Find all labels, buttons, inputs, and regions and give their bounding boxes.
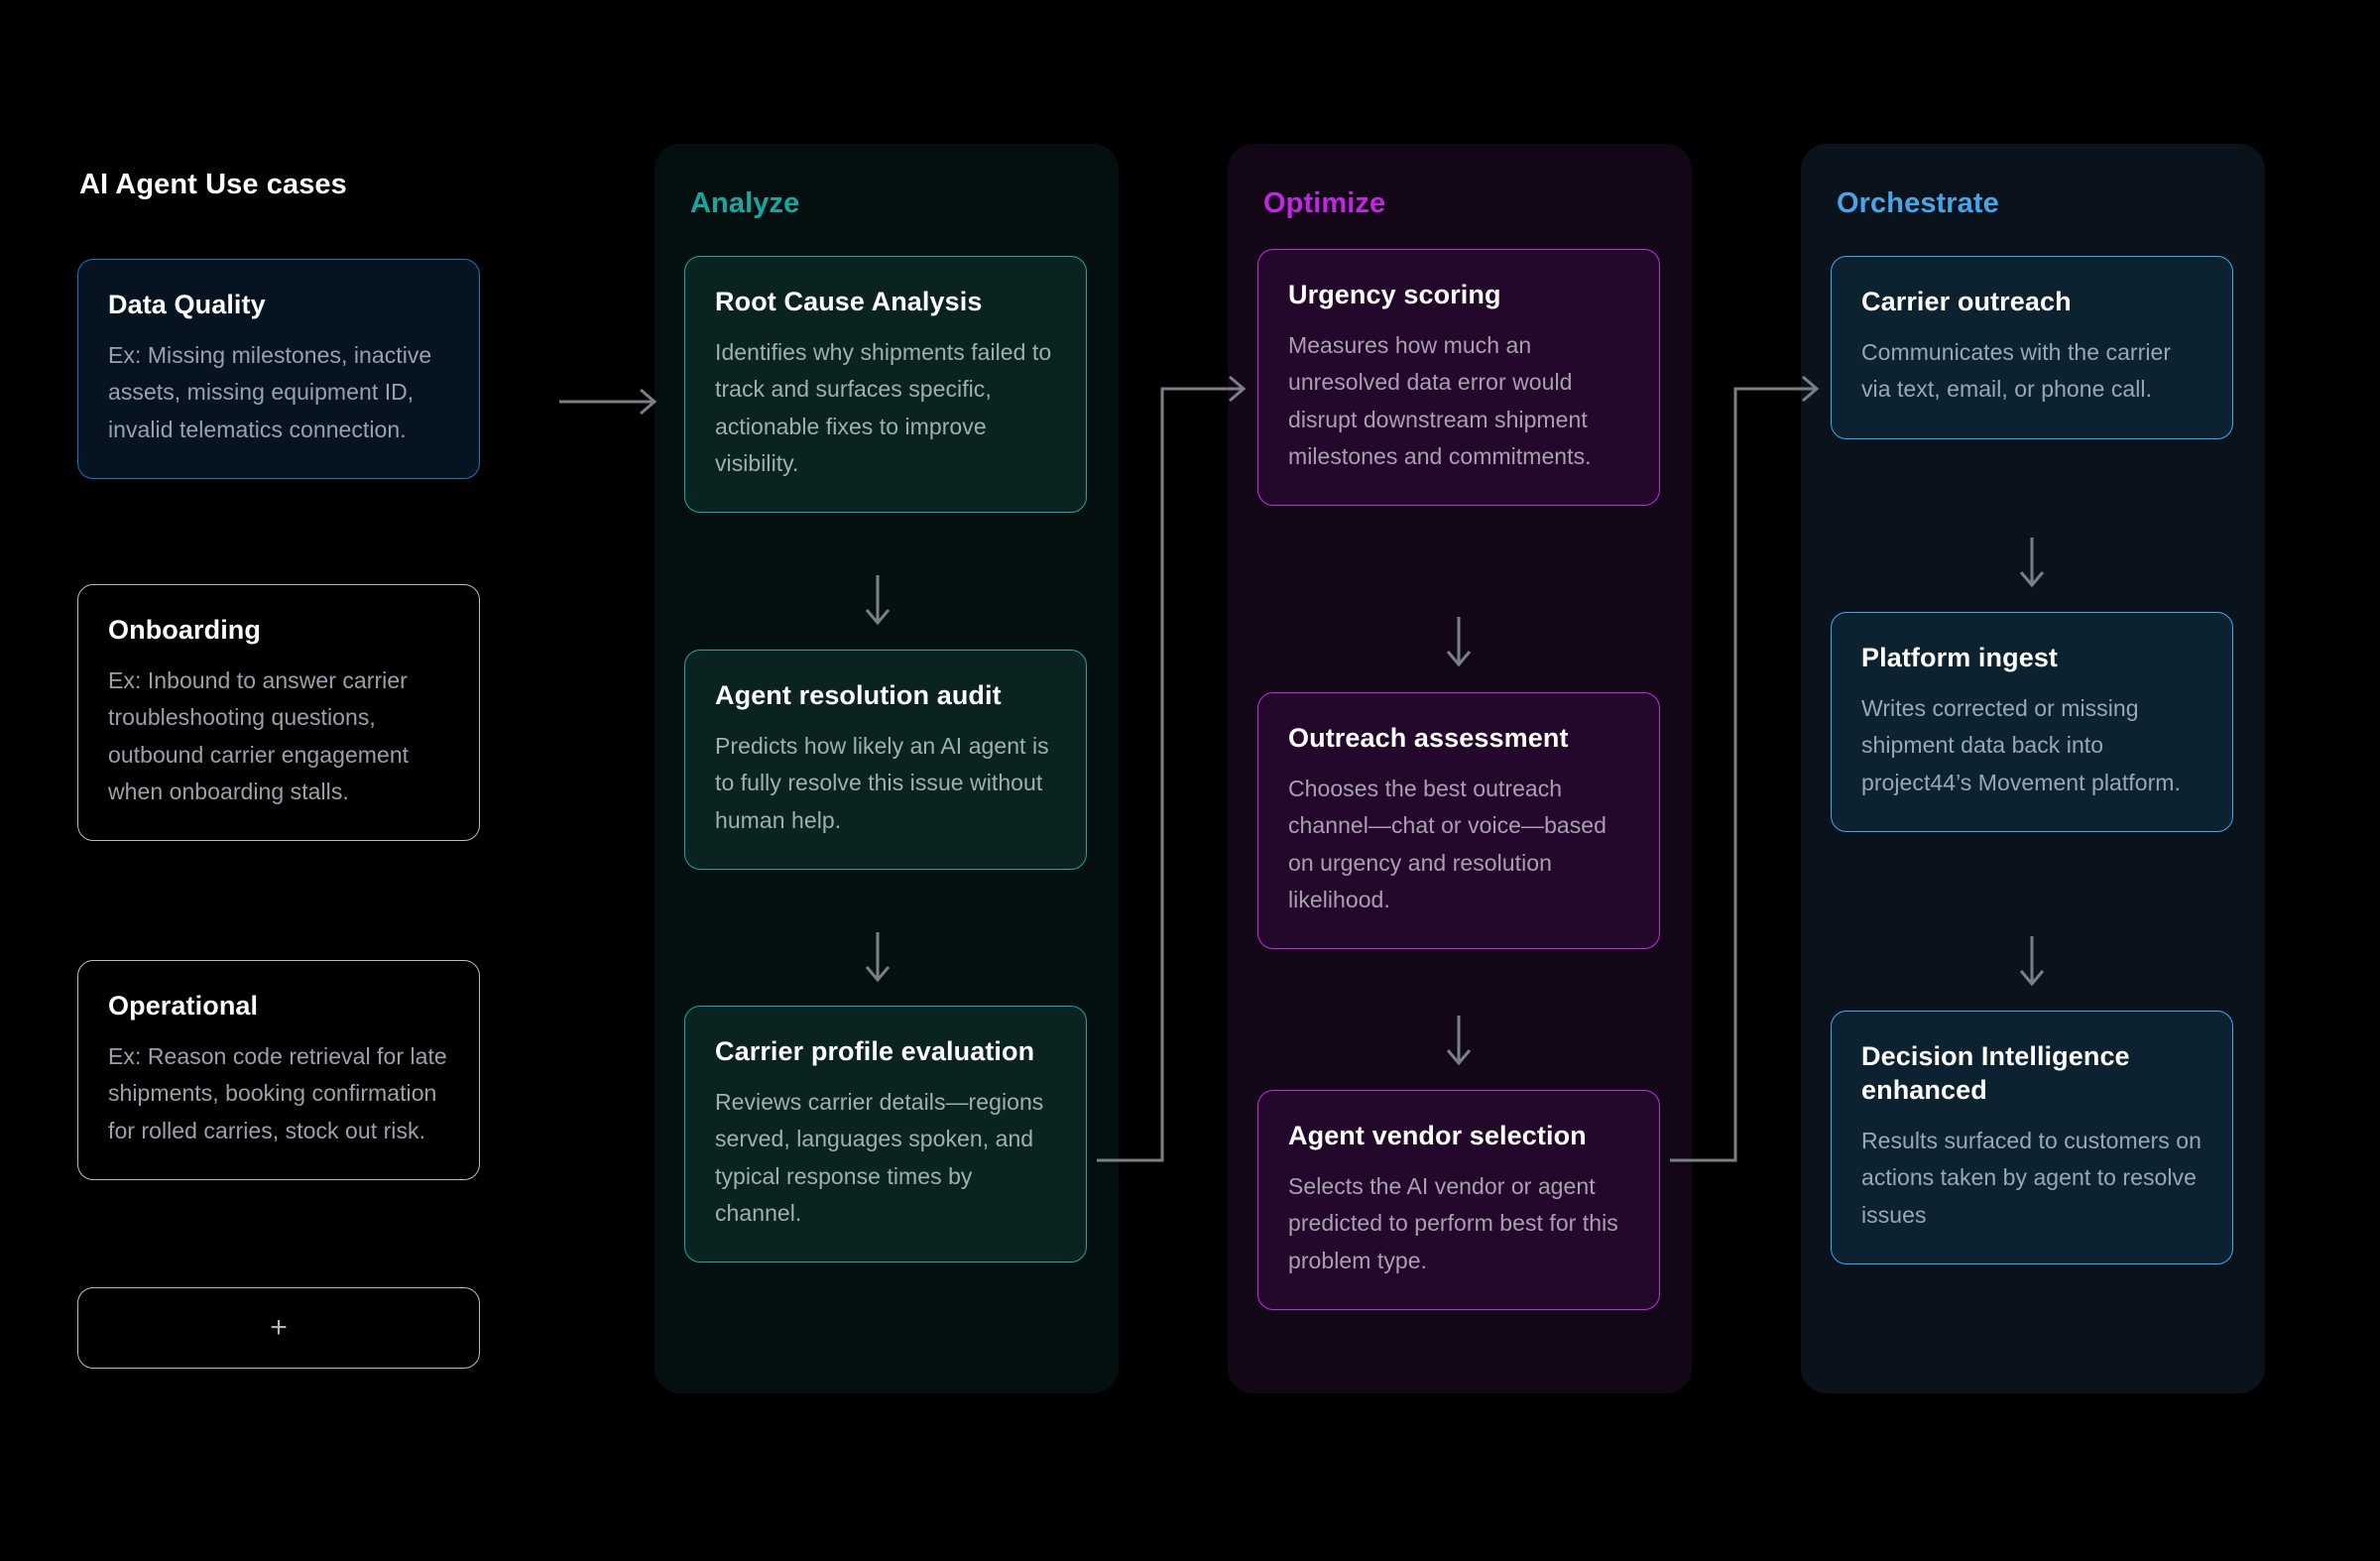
card-title: Decision Intelligence enhanced [1861, 1041, 2130, 1106]
card-description: Measures how much an unresolved data err… [1288, 332, 1592, 469]
card-title: Agent resolution audit [715, 680, 1002, 710]
usecase-card-operational[interactable]: Operational Ex: Reason code retrieval fo… [77, 960, 480, 1180]
card-description: Ex: Reason code retrieval for late shipm… [108, 1043, 447, 1143]
plus-icon: + [270, 1311, 288, 1344]
card-description: Communicates with the carrier via text, … [1861, 339, 2172, 403]
connector-analyze-to-optimize-elbow [1097, 375, 1247, 1162]
card-title: Operational [108, 991, 259, 1021]
card-title: Carrier profile evaluation [715, 1036, 1035, 1066]
card-description: Reviews carrier details—regions served, … [715, 1089, 1044, 1226]
orchestrate-card-carrier-outreach[interactable]: Carrier outreach Communicates with the c… [1831, 256, 2233, 439]
orchestrate-card-decision-intelligence-enhanced[interactable]: Decision Intelligence enhanced Results s… [1831, 1011, 2233, 1264]
card-description: Results surfaced to customers on actions… [1861, 1128, 2202, 1228]
connector-analyze-down-arrow-1 [865, 575, 891, 626]
card-title: Root Cause Analysis [715, 287, 983, 316]
card-description: Identifies why shipments failed to track… [715, 339, 1052, 476]
analyze-card-agent-resolution-audit[interactable]: Agent resolution audit Predicts how like… [684, 650, 1087, 870]
connector-orchestrate-down-arrow-1 [2019, 538, 2045, 588]
card-title: Carrier outreach [1861, 287, 2072, 316]
analyze-card-root-cause-analysis[interactable]: Root Cause Analysis Identifies why shipm… [684, 256, 1087, 514]
card-description: Predicts how likely an AI agent is to fu… [715, 733, 1049, 833]
connector-analyze-down-arrow-2 [865, 932, 891, 983]
usecase-card-data-quality[interactable]: Data Quality Ex: Missing milestones, ina… [77, 259, 480, 479]
orchestrate-card-platform-ingest[interactable]: Platform ingest Writes corrected or miss… [1831, 612, 2233, 832]
column-title-orchestrate: Orchestrate [1837, 187, 1999, 219]
add-usecase-button[interactable]: + [77, 1287, 480, 1369]
connector-orchestrate-down-arrow-2 [2019, 936, 2045, 987]
card-title: Onboarding [108, 615, 261, 645]
card-title: Agent vendor selection [1288, 1121, 1587, 1150]
connector-optimize-down-arrow-2 [1446, 1016, 1472, 1066]
card-title: Data Quality [108, 290, 266, 319]
connector-optimize-down-arrow-1 [1446, 617, 1472, 667]
column-title-analyze: Analyze [690, 187, 800, 219]
analyze-card-carrier-profile-evaluation[interactable]: Carrier profile evaluation Reviews carri… [684, 1006, 1087, 1263]
card-description: Ex: Missing milestones, inactive assets,… [108, 342, 432, 442]
optimize-card-agent-vendor-selection[interactable]: Agent vendor selection Selects the AI ve… [1257, 1090, 1660, 1310]
card-description: Chooses the best outreach channel—chat o… [1288, 776, 1606, 912]
card-description: Selects the AI vendor or agent predicted… [1288, 1173, 1618, 1273]
card-description: Writes corrected or missing shipment dat… [1861, 695, 2181, 795]
optimize-card-urgency-scoring[interactable]: Urgency scoring Measures how much an unr… [1257, 249, 1660, 507]
card-description: Ex: Inbound to answer carrier troublesho… [108, 667, 410, 804]
optimize-card-outreach-assessment[interactable]: Outreach assessment Chooses the best out… [1257, 692, 1660, 950]
card-title: Urgency scoring [1288, 280, 1501, 309]
column-title-usecases: AI Agent Use cases [79, 169, 347, 200]
column-panel-usecases: AI Agent Use cases [77, 169, 543, 201]
connector-optimize-to-orchestrate-elbow [1670, 375, 1820, 1162]
card-title: Platform ingest [1861, 643, 2059, 672]
card-title: Outreach assessment [1288, 723, 1569, 753]
connector-usecases-to-analyze-arrow-right [559, 388, 657, 416]
column-title-optimize: Optimize [1263, 187, 1386, 219]
usecase-card-onboarding[interactable]: Onboarding Ex: Inbound to answer carrier… [77, 584, 480, 842]
